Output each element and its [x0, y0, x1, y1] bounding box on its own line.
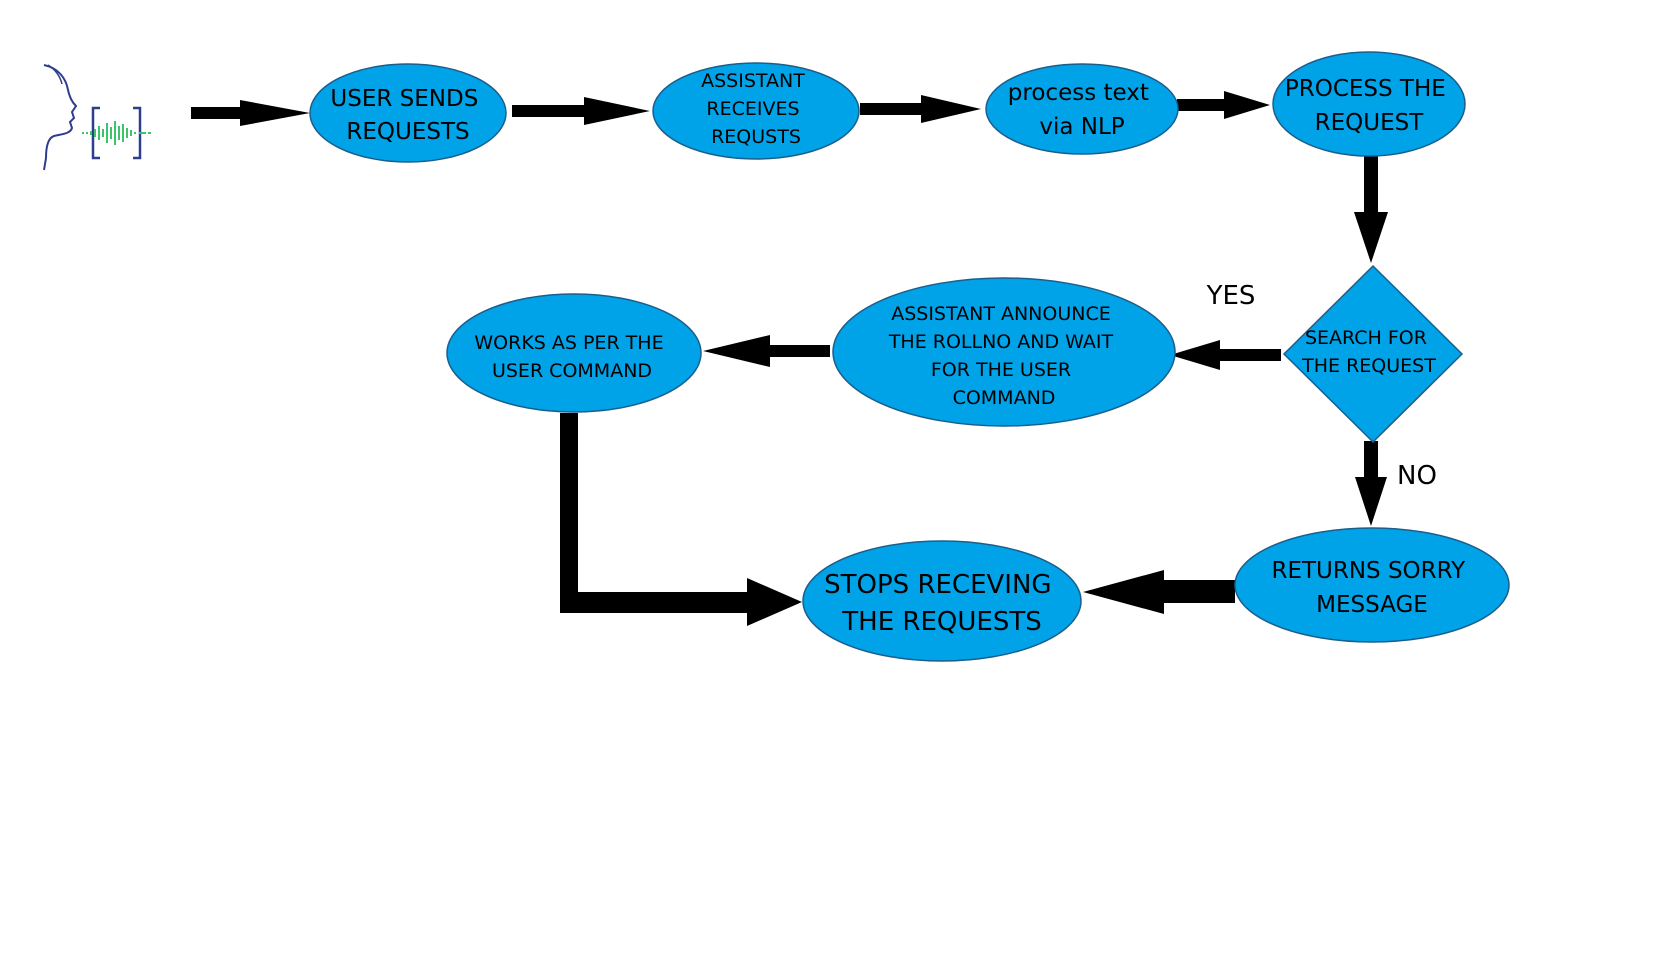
arrow-assistant-receives-to-process-text — [860, 95, 981, 123]
svg-text:ASSISTANT ANNOUNCE THE R: ASSISTANT ANNOUNCE THE ROLLNO AND WAIT F… — [888, 303, 1119, 409]
node-works-as-per: WORKS AS PER THE USER COMMAND — [446, 293, 702, 413]
svg-text:ASSISTANT RECEIVES: ASSISTANT RECEIVES REQUSTS — [701, 70, 811, 148]
node-text-line: THE ROLLNO AND WAIT — [888, 331, 1114, 353]
svg-text:SEARCH FOR THE REQUEST: SEARCH FOR THE REQUEST — [1301, 327, 1436, 377]
arrow-announce-to-works — [703, 335, 830, 367]
node-search-request-decision: SEARCH FOR THE REQUEST — [1282, 264, 1464, 444]
node-text-line: ASSISTANT — [701, 70, 805, 92]
node-text-line: SEARCH FOR — [1305, 327, 1427, 349]
node-text-line: via NLP — [1039, 114, 1124, 140]
svg-text:process text via NLP: process text via NLP — [1008, 80, 1156, 140]
arrow-user-sends-to-assistant-receives — [512, 97, 650, 125]
arrow-search-to-returns-sorry — [1355, 441, 1387, 526]
arrows — [191, 91, 1388, 626]
node-assistant-receives: ASSISTANT RECEIVES REQUSTS — [652, 62, 860, 160]
node-text-line: process text — [1008, 80, 1149, 106]
node-text-line: REQUESTS — [346, 119, 469, 145]
node-text-line: PROCESS THE — [1285, 76, 1446, 102]
node-user-sends: USER SENDS REQUESTS — [309, 63, 507, 163]
node-text-line: ASSISTANT ANNOUNCE — [891, 303, 1111, 325]
arrow-search-to-announce — [1170, 340, 1281, 370]
node-text-line: USER SENDS — [330, 86, 478, 112]
node-text-line: THE REQUESTS — [841, 607, 1041, 637]
speaking-head-voice-icon — [43, 64, 151, 171]
node-text-line: MESSAGE — [1316, 592, 1428, 618]
node-process-request: PROCESS THE REQUEST — [1272, 51, 1466, 157]
node-stops-receiving: STOPS RECEVING THE REQUESTS — [802, 540, 1082, 662]
node-process-text: process text via NLP — [985, 63, 1179, 155]
arrow-icon-to-user-sends — [191, 100, 310, 126]
arrow-works-to-stops — [560, 413, 802, 626]
svg-text:STOPS RECEVING THE REQUE: STOPS RECEVING THE REQUESTS — [824, 570, 1060, 637]
node-text-line: USER COMMAND — [492, 360, 652, 382]
svg-text:USER SENDS REQUESTS: USER SENDS REQUESTS — [330, 86, 485, 145]
arrow-returns-sorry-to-stops — [1083, 570, 1235, 614]
node-text-line: REQUSTS — [711, 126, 801, 148]
branch-label-yes: YES — [1206, 281, 1256, 311]
node-text-line: REQUEST — [1315, 110, 1425, 136]
arrow-process-request-to-search — [1354, 155, 1388, 263]
node-text-line: STOPS RECEVING — [824, 570, 1051, 600]
arrow-process-text-to-process-request — [1177, 91, 1270, 119]
node-returns-sorry: RETURNS SORRY MESSAGE — [1234, 527, 1510, 643]
node-text-line: RECEIVES — [706, 98, 799, 120]
svg-text:RETURNS SORRY MESSAGE: RETURNS SORRY MESSAGE — [1271, 558, 1472, 618]
node-text-line: FOR THE USER — [931, 359, 1071, 381]
node-text-line: COMMAND — [953, 387, 1056, 409]
svg-text:WORKS AS PER THE USER CO: WORKS AS PER THE USER COMMAND — [474, 332, 669, 382]
node-text-line: THE REQUEST — [1301, 355, 1436, 377]
node-text-line: WORKS AS PER THE — [474, 332, 663, 354]
svg-text:PROCESS THE REQUEST: PROCESS THE REQUEST — [1285, 76, 1453, 136]
branch-label-no: NO — [1397, 461, 1437, 491]
node-assistant-announce: ASSISTANT ANNOUNCE THE ROLLNO AND WAIT F… — [832, 277, 1176, 427]
node-text-line: RETURNS SORRY — [1271, 558, 1466, 584]
